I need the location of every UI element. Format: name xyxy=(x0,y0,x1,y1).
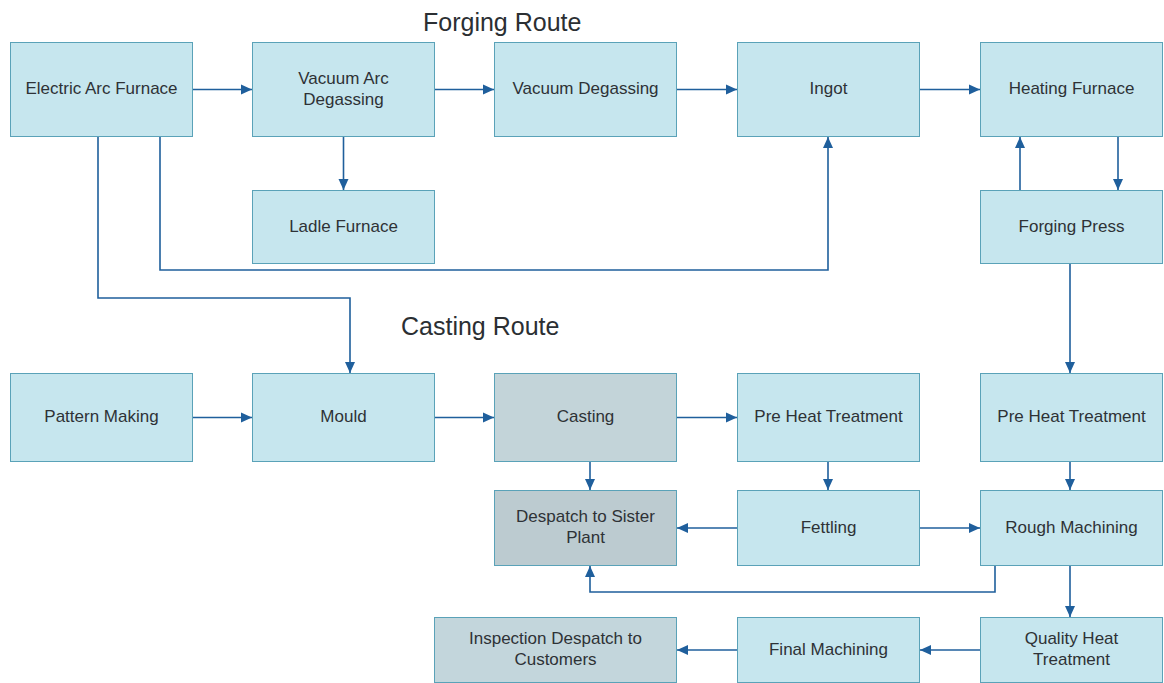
box-label: Quality Heat Treatment xyxy=(989,629,1154,670)
flow-arrow xyxy=(193,417,252,419)
flow-arrow xyxy=(1069,566,1071,617)
process-box: Casting xyxy=(494,373,677,462)
process-box: Fettling xyxy=(737,490,920,566)
flow-arrow xyxy=(160,137,828,270)
flow-arrow xyxy=(920,89,980,91)
flow-arrow xyxy=(920,649,980,651)
flow-arrow xyxy=(193,89,252,91)
box-label: Inspection Despatch to Customers xyxy=(443,629,668,670)
process-box: Pre Heat Treatment xyxy=(980,373,1163,462)
flow-arrow xyxy=(677,417,737,419)
process-box: Electric Arc Furnace xyxy=(10,42,193,137)
process-box: Ingot xyxy=(737,42,920,137)
box-label: Final Machining xyxy=(769,640,888,661)
flow-arrow xyxy=(343,137,345,190)
flow-arrow xyxy=(589,462,591,490)
process-box: Vacuum Degassing xyxy=(494,42,677,137)
process-box: Despatch to Sister Plant xyxy=(494,490,677,566)
box-label: Pattern Making xyxy=(44,407,158,428)
box-label: Electric Arc Furnace xyxy=(25,79,177,100)
box-label: Heating Furnace xyxy=(1009,79,1135,100)
process-box: Final Machining xyxy=(737,617,920,683)
box-label: Ladle Furnace xyxy=(289,217,398,238)
process-box: Forging Press xyxy=(980,190,1163,264)
process-box: Vacuum Arc Degassing xyxy=(252,42,435,137)
flow-arrow xyxy=(677,649,737,651)
process-box: Ladle Furnace xyxy=(252,190,435,264)
box-label: Rough Machining xyxy=(1005,518,1137,539)
process-box: Rough Machining xyxy=(980,490,1163,566)
box-label: Casting xyxy=(557,407,615,428)
flow-arrow xyxy=(435,89,494,91)
process-box: Mould xyxy=(252,373,435,462)
process-box: Inspection Despatch to Customers xyxy=(434,617,677,683)
flow-arrow xyxy=(435,417,494,419)
box-label: Mould xyxy=(320,407,366,428)
box-label: Pre Heat Treatment xyxy=(997,407,1145,428)
flow-arrow xyxy=(920,527,980,529)
flow-arrow xyxy=(1019,137,1021,190)
process-box: Heating Furnace xyxy=(980,42,1163,137)
section-heading: Forging Route xyxy=(420,8,584,37)
box-label: Vacuum Degassing xyxy=(512,79,658,100)
box-label: Forging Press xyxy=(1019,217,1125,238)
flow-arrow xyxy=(1069,462,1071,490)
process-box: Pattern Making xyxy=(10,373,193,462)
flow-arrow xyxy=(677,527,737,529)
flow-arrow xyxy=(677,89,737,91)
box-label: Ingot xyxy=(810,79,848,100)
flow-arrow xyxy=(1069,264,1071,373)
flow-arrow xyxy=(590,566,995,592)
process-box: Quality Heat Treatment xyxy=(980,617,1163,683)
box-label: Fettling xyxy=(801,518,857,539)
box-label: Pre Heat Treatment xyxy=(754,407,902,428)
box-label: Vacuum Arc Degassing xyxy=(261,69,426,110)
flow-arrow xyxy=(1117,137,1119,190)
flow-arrow xyxy=(827,462,829,490)
box-label: Despatch to Sister Plant xyxy=(503,507,668,548)
section-heading: Casting Route xyxy=(398,312,562,341)
process-box: Pre Heat Treatment xyxy=(737,373,920,462)
